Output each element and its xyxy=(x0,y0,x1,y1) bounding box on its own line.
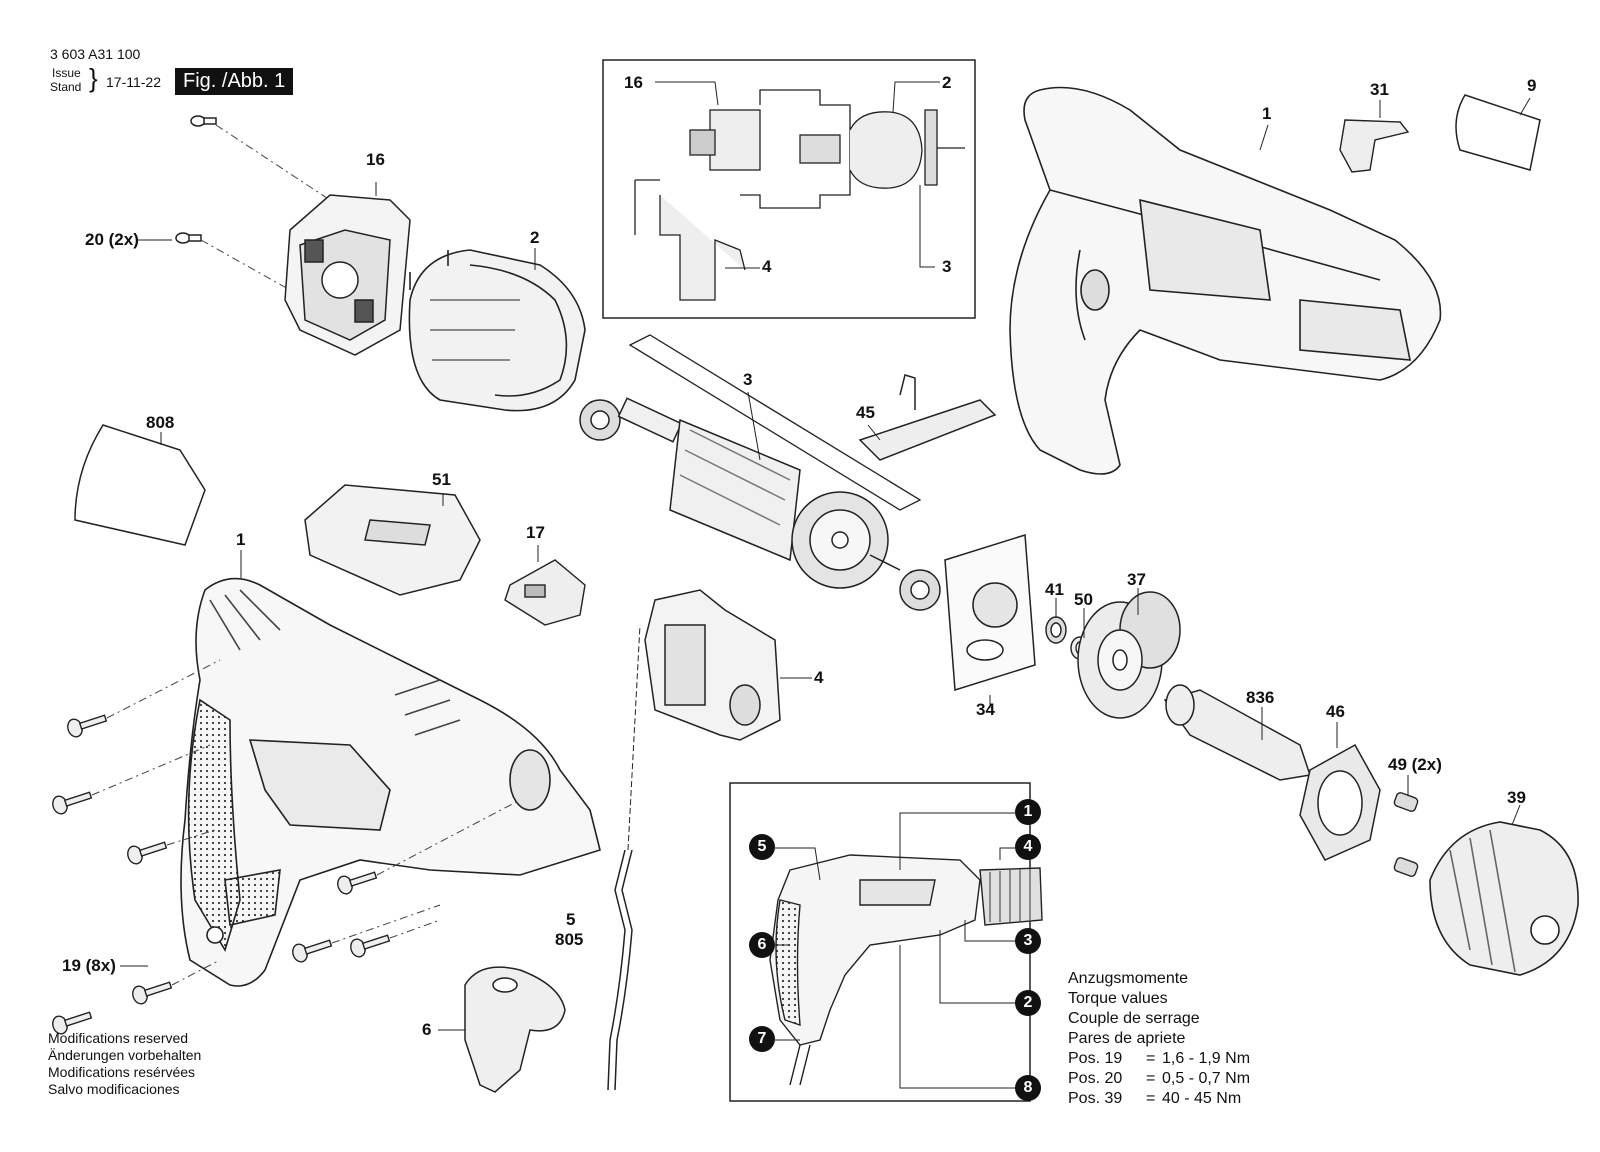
spindle-836-drawing xyxy=(1163,684,1311,781)
cover-51-drawing xyxy=(304,484,481,596)
part-31-drawing xyxy=(1339,119,1410,173)
brush-holder-16-drawing xyxy=(284,194,411,356)
callout-3-inset: 3 xyxy=(942,257,952,276)
note-line: Modifications resérvées xyxy=(48,1064,196,1080)
callout-808: 808 xyxy=(146,413,175,432)
note-line: Änderungen vorbehalten xyxy=(48,1047,202,1063)
inset-badge-4: 4 xyxy=(1015,834,1041,860)
callout-2-inset: 2 xyxy=(942,73,952,92)
torque-title: Anzugsmomente xyxy=(1068,970,1189,987)
inset-badge-1: 1 xyxy=(1015,799,1041,825)
inset-badge-8: 8 xyxy=(1015,1075,1041,1101)
inset-badge-2: 2 xyxy=(1015,990,1041,1016)
drill-overview-drawing xyxy=(769,854,1043,1086)
torque-value: 40 - 45 Nm xyxy=(1162,1090,1242,1107)
inset-badge-3: 3 xyxy=(1015,928,1041,954)
callout-836: 836 xyxy=(1246,688,1275,707)
baffle-34-drawing xyxy=(944,534,1036,691)
part-17-drawing xyxy=(504,559,586,626)
housing-right-1-drawing xyxy=(1009,86,1442,475)
callout-6: 6 xyxy=(422,1020,432,1039)
torque-eq: = xyxy=(1146,1090,1156,1107)
callout-41: 41 xyxy=(1045,580,1064,599)
callout-leader-lines xyxy=(120,81,1531,1031)
inset-leader-lines xyxy=(775,812,1015,1089)
callout-31: 31 xyxy=(1370,80,1389,99)
callout-4: 4 xyxy=(814,668,824,687)
switch-4-drawing xyxy=(644,589,781,741)
torque-title: Torque values xyxy=(1068,990,1168,1007)
torque-pos: Pos. 19 xyxy=(1068,1050,1123,1067)
callout-1-left: 1 xyxy=(236,530,246,549)
torque-row: Pos. 20 = 0,5 - 0,7 Nm xyxy=(1068,1069,1250,1089)
callout-39: 39 xyxy=(1507,788,1526,807)
callout-34: 34 xyxy=(976,700,995,719)
wiring-schematic-drawing xyxy=(634,89,965,301)
callout-50: 50 xyxy=(1074,590,1093,609)
label-808-drawing xyxy=(74,424,206,546)
inset-badge-5: 5 xyxy=(749,834,775,860)
stand-label: Stand xyxy=(50,80,82,94)
ring-46-drawing xyxy=(1299,743,1381,861)
label-9-drawing xyxy=(1455,94,1541,171)
torque-pos: Pos. 20 xyxy=(1068,1070,1123,1087)
callout-46: 46 xyxy=(1326,702,1345,721)
figure-label: Fig. /Abb. 1 xyxy=(175,68,294,95)
callout-4-inset: 4 xyxy=(762,257,772,276)
field-stator-2-drawing xyxy=(408,249,586,412)
callout-49: 49 (2x) xyxy=(1388,755,1442,774)
document-number: 3 603 A31 100 xyxy=(50,46,141,62)
inset-badge-7: 7 xyxy=(749,1026,775,1052)
pins-49-drawing xyxy=(1393,792,1419,877)
torque-title: Couple de serrage xyxy=(1068,1010,1200,1027)
torque-row: Pos. 19 = 1,6 - 1,9 Nm xyxy=(1068,1049,1250,1069)
callout-805: 805 xyxy=(555,930,584,949)
callout-5: 5 xyxy=(566,910,576,929)
issue-label: Issue xyxy=(52,66,81,80)
torque-pos: Pos. 39 xyxy=(1068,1090,1123,1107)
screw-20-top xyxy=(190,115,217,127)
torque-value: 1,6 - 1,9 Nm xyxy=(1162,1050,1251,1067)
chuck-39-drawing xyxy=(1429,821,1579,976)
screws-19-drawing xyxy=(52,714,391,1035)
wiring-inset-box xyxy=(602,59,976,319)
torque-title: Pares de apriete xyxy=(1068,1030,1186,1047)
torque-value: 0,5 - 0,7 Nm xyxy=(1162,1070,1251,1087)
callout-1-right: 1 xyxy=(1262,104,1272,123)
note-line: Salvo modificaciones xyxy=(48,1081,180,1097)
callout-16: 16 xyxy=(366,150,385,169)
issue-date: 17-11-22 xyxy=(106,74,162,90)
callout-45: 45 xyxy=(856,403,875,422)
gear-37-drawing xyxy=(1077,591,1181,719)
note-line: Modifications reserved xyxy=(48,1030,189,1046)
housing-left-1-drawing xyxy=(180,577,601,987)
torque-row: Pos. 39 = 40 - 45 Nm xyxy=(1068,1089,1250,1109)
callout-20: 20 (2x) xyxy=(85,230,139,249)
callout-16-inset: 16 xyxy=(624,73,643,92)
armature-3-drawing xyxy=(579,397,941,611)
strain-relief-6-drawing xyxy=(464,966,566,1093)
inset-badge-6: 6 xyxy=(749,932,775,958)
callout-17: 17 xyxy=(526,523,545,542)
callout-9: 9 xyxy=(1527,76,1537,95)
callout-19: 19 (8x) xyxy=(62,956,116,975)
callout-3: 3 xyxy=(743,370,753,389)
callout-37: 37 xyxy=(1127,570,1146,589)
torque-eq: = xyxy=(1146,1070,1156,1087)
torque-eq: = xyxy=(1146,1050,1156,1067)
part-45-drawing xyxy=(858,374,997,461)
modifications-notes: Modifications reserved Änderungen vorbeh… xyxy=(48,1030,201,1098)
torque-values-block: Anzugsmomente Torque values Couple de se… xyxy=(1068,969,1250,1109)
cable-5-drawing xyxy=(607,624,641,1091)
part-41-drawing xyxy=(1045,616,1067,644)
issue-brace: } xyxy=(89,63,98,93)
callout-2: 2 xyxy=(530,228,540,247)
callout-51: 51 xyxy=(432,470,451,489)
screw-20-bottom xyxy=(175,232,202,244)
